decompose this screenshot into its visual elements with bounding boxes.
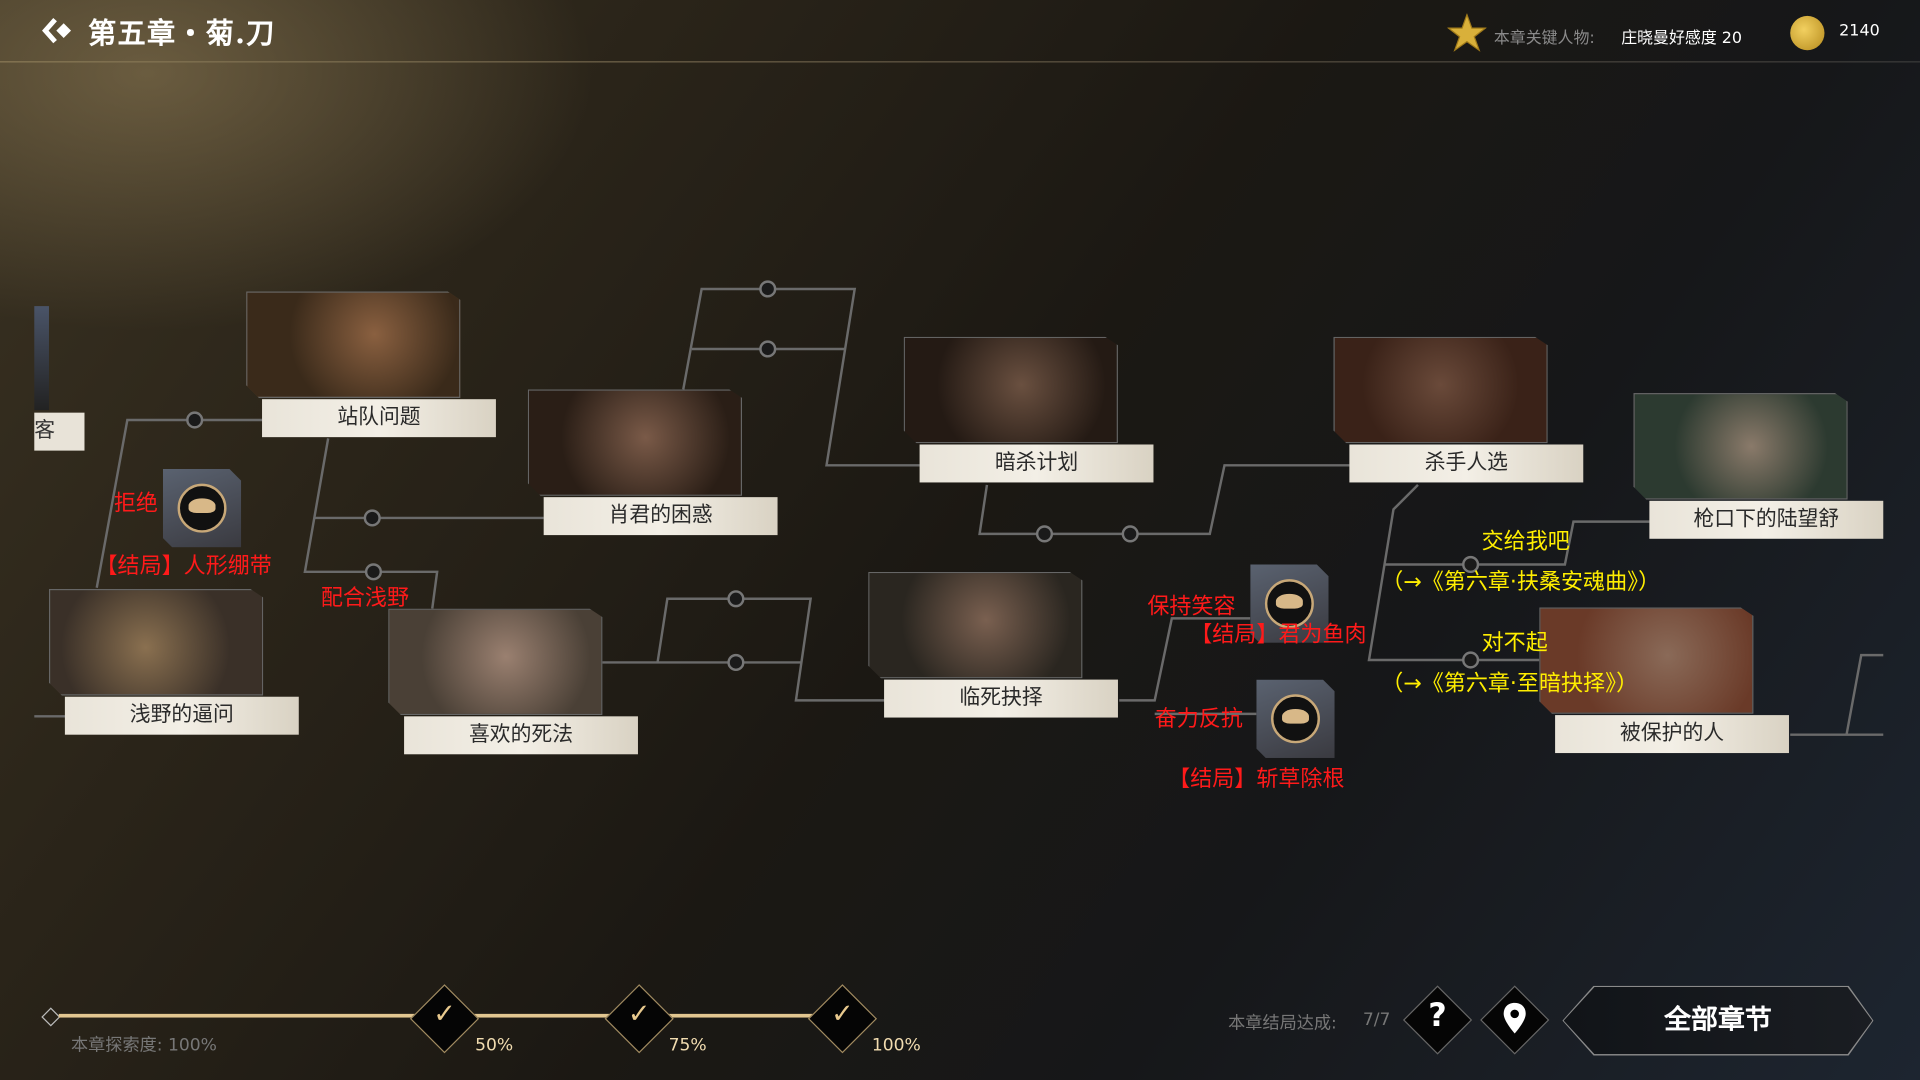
ending-icon[interactable] <box>1250 564 1329 643</box>
all-chapters-button[interactable]: 全部章节 <box>1562 985 1874 1056</box>
scene-thumbnail <box>246 291 461 398</box>
branch-node <box>1462 651 1480 669</box>
scene-thumbnail <box>1333 336 1548 444</box>
ending-icon[interactable] <box>1256 679 1335 758</box>
branch-node <box>727 590 745 608</box>
location-pin-icon <box>1503 1002 1526 1034</box>
choice-label: 拒绝 <box>113 491 158 517</box>
branch-target: （→《第六章·扶桑安魂曲》） <box>1381 569 1661 596</box>
endings-achieved-count: 7/7 <box>1362 1010 1391 1030</box>
question-icon: ? <box>1428 997 1447 1035</box>
branch-node <box>727 653 745 672</box>
chapter-title: 第五章・菊.刀 <box>88 17 276 51</box>
back-arrow-icon[interactable] <box>42 15 74 47</box>
all-chapters-label: 全部章节 <box>1664 1004 1772 1036</box>
scene-thumbnail <box>868 571 1083 679</box>
ending-label: 【结局】斩草除根 <box>1168 766 1345 793</box>
scene-label: 被保护的人 <box>1555 715 1789 754</box>
check-icon: ✓ <box>433 999 456 1030</box>
ending-icon[interactable] <box>162 468 242 548</box>
choice-label: 奋力反抗 <box>1154 706 1243 733</box>
branch-node <box>759 280 777 298</box>
scene-thumbnail[interactable] <box>34 306 49 411</box>
key-character-label: 本章关键人物: <box>1493 29 1595 48</box>
scene-thumbnail <box>48 588 264 696</box>
star-icon <box>1447 13 1487 52</box>
branch-node <box>1035 525 1054 543</box>
emblem-icon <box>177 483 227 533</box>
scene-label: 临死抉择 <box>884 679 1118 718</box>
exploration-label: 本章探索度: 100% <box>71 1035 217 1056</box>
scene-label: 浅野的逼问 <box>64 696 299 735</box>
branch-node <box>364 563 383 581</box>
scene-label: 喜欢的死法 <box>404 716 638 755</box>
check-icon: ✓ <box>831 999 854 1030</box>
check-icon: ✓ <box>627 999 651 1030</box>
header-divider <box>0 61 1920 63</box>
milestone-label: 50% <box>475 1035 514 1056</box>
scene-thumbnail <box>1633 393 1848 500</box>
scene-label: 肖君的困惑 <box>543 497 778 536</box>
key-character-affection: 庄晓曼好感度 20 <box>1621 29 1743 48</box>
scene-thumbnail <box>1539 607 1754 714</box>
coin-count: 2140 <box>1839 22 1880 41</box>
branch-node <box>363 509 381 527</box>
branch-choice: 交给我吧 <box>1481 528 1570 555</box>
scene-thumbnail <box>527 389 743 496</box>
coin-icon <box>1790 15 1825 51</box>
milestone-label: 100% <box>871 1035 921 1056</box>
emblem-icon <box>1264 579 1314 629</box>
branch-node <box>1462 555 1480 574</box>
scene-label: 枪口下的陆望舒 <box>1649 500 1884 539</box>
endings-achieved-label: 本章结局达成: <box>1228 1013 1337 1034</box>
ending-label: 【结局】君为鱼肉 <box>1190 622 1367 648</box>
ending-label: 【结局】人形绷带 <box>95 553 272 580</box>
emblem-icon <box>1271 694 1321 744</box>
scene-thumbnail <box>903 336 1118 444</box>
branch-node <box>186 411 204 429</box>
milestone-label: 75% <box>668 1035 707 1056</box>
branch-target: （→《第六章·至暗抉择》） <box>1381 671 1639 697</box>
scene-label: 杀手人选 <box>1349 444 1584 483</box>
scene-label: 站队问题 <box>262 399 496 438</box>
choice-label: 保持笑容 <box>1147 593 1236 620</box>
scene-thumbnail <box>388 608 603 716</box>
branch-choice: 对不起 <box>1481 630 1548 657</box>
choice-label: 配合浅野 <box>320 585 409 612</box>
branch-node <box>759 340 777 358</box>
branch-node <box>1121 525 1139 543</box>
scene-node-partial[interactable]: 客 <box>34 412 85 451</box>
scene-label: 暗杀计划 <box>919 444 1154 483</box>
